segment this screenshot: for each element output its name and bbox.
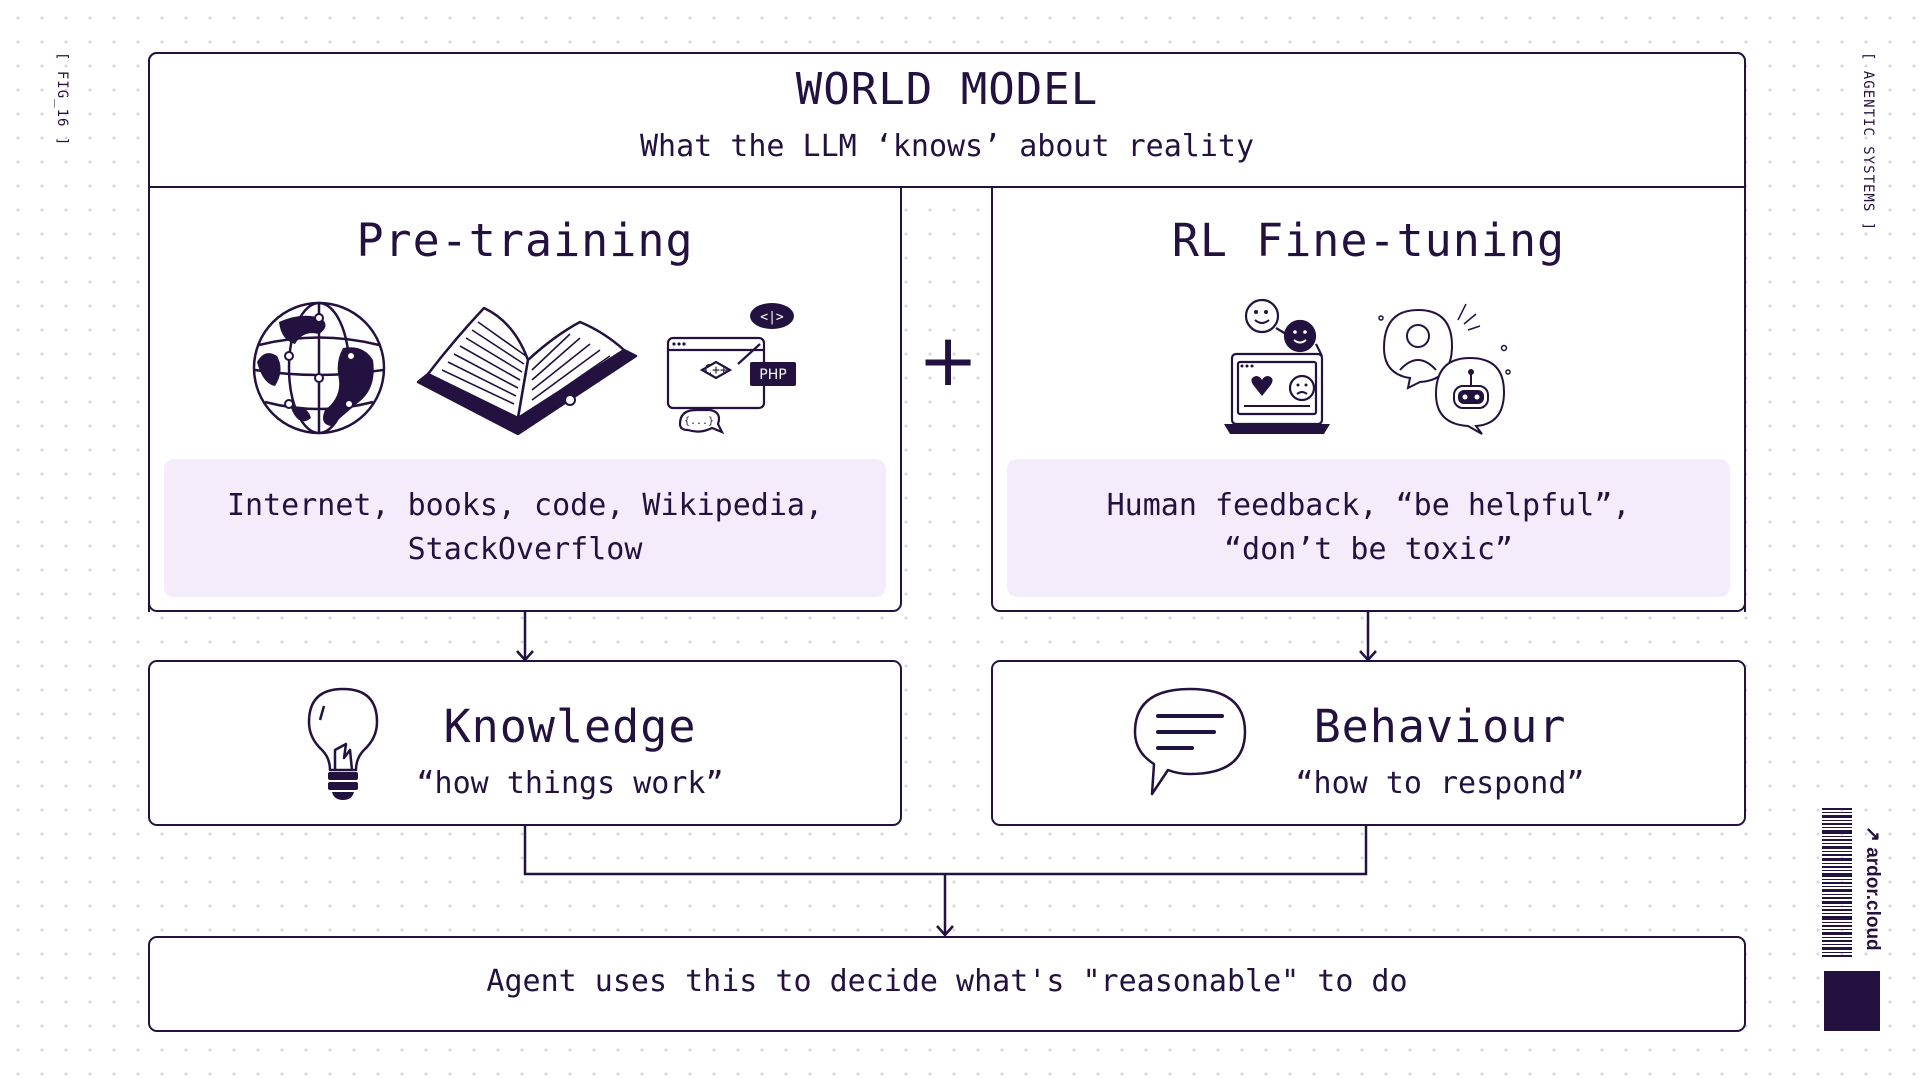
- brand-block: [1824, 971, 1880, 1031]
- plus-symbol: +: [917, 318, 979, 402]
- speech-bubble-icon: [1133, 687, 1247, 796]
- pretraining-desc-line1: Internet, books, code, Wikipedia,: [226, 488, 824, 523]
- finetuning-description: Human feedback, “be helpful”, “don’t be …: [1007, 459, 1730, 597]
- behaviour-title: Behaviour: [1313, 700, 1567, 753]
- knowledge-box: [148, 660, 902, 826]
- cpp-label: C++: [704, 363, 728, 378]
- globe-icon: [252, 301, 386, 435]
- world-model-subtitle: What the LLM ‘knows’ about reality: [639, 129, 1255, 164]
- world-model-header: [148, 52, 1746, 188]
- open-book-icon: [416, 306, 638, 436]
- finetuning-title: RL Fine-tuning: [1171, 214, 1566, 267]
- agent-box: [148, 936, 1746, 1032]
- laptop-feedback-icon: [1224, 298, 1330, 434]
- finetuning-desc-line2: “don’t be toxic”: [1224, 532, 1513, 567]
- tag-label: <|>: [760, 310, 784, 325]
- knowledge-subtitle: “how things work”: [416, 766, 724, 801]
- human-robot-chat-icon: [1378, 303, 1511, 435]
- barcode-icon: [1822, 808, 1852, 957]
- behaviour-subtitle: “how to respond”: [1295, 766, 1585, 801]
- php-label: PHP: [759, 367, 786, 383]
- finetuning-desc-line1: Human feedback, “be helpful”,: [1106, 488, 1631, 523]
- braces-label: {...}: [684, 416, 714, 427]
- pretraining-desc-line2: StackOverflow: [407, 532, 643, 567]
- code-window-icon: C++ PHP <|> {...}: [666, 303, 796, 435]
- knowledge-title: Knowledge: [443, 700, 697, 753]
- agent-text: Agent uses this to decide what's "reason…: [486, 964, 1408, 999]
- world-model-title: WORLD MODEL: [795, 64, 1099, 115]
- pretraining-title: Pre-training: [356, 214, 694, 267]
- lightbulb-icon: [307, 687, 379, 800]
- behaviour-box: [991, 660, 1746, 826]
- pretraining-description: Internet, books, code, Wikipedia, StackO…: [164, 459, 886, 597]
